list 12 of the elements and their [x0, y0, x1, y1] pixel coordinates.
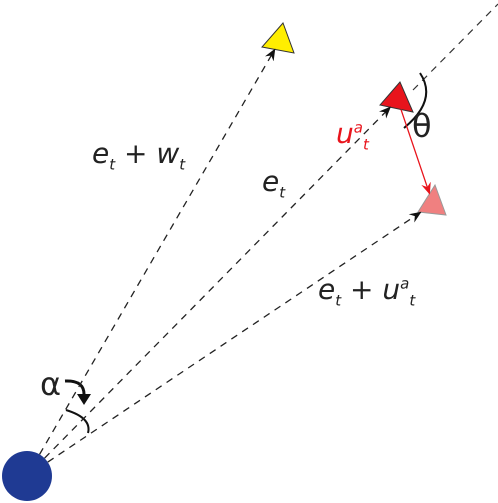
arrow: [44, 106, 391, 459]
angle-label: θ: [412, 110, 432, 142]
edge-label: e$_{t}$ + w$_{t}$: [92, 140, 186, 173]
triangle-marker: [262, 23, 294, 53]
arrow: [47, 212, 422, 463]
arrow: [400, 109, 431, 195]
arrow: [39, 48, 276, 455]
triangle-marker: [380, 82, 413, 112]
triangle-marker: [418, 185, 446, 215]
angle-label: α: [40, 368, 62, 400]
origin-disc: [2, 451, 52, 501]
edge-label: e$_{t}$: [262, 168, 286, 201]
